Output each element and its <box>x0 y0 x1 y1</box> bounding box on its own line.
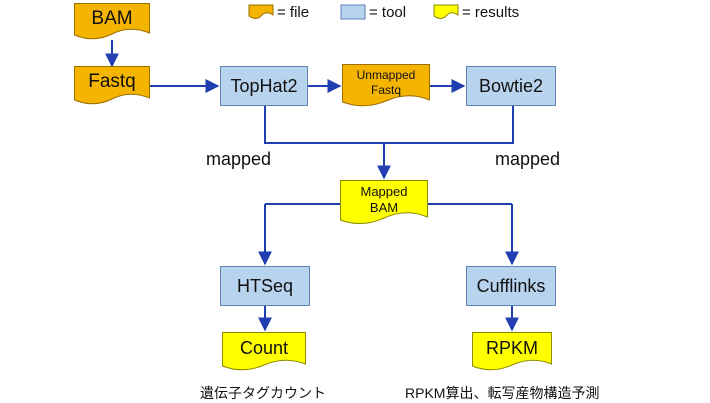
legend-file: = file <box>248 3 310 21</box>
tool-swatch-icon <box>340 4 366 20</box>
node-rpkm: RPKM <box>472 332 552 372</box>
node-tophat2-label: TopHat2 <box>230 75 298 96</box>
node-mapped-bam-line2: BAM <box>369 200 399 215</box>
node-unmapped-fastq-line2: Fastq <box>370 83 401 97</box>
node-fastq: Fastq <box>74 66 150 106</box>
edge-label-mapped-right: mapped <box>495 149 561 169</box>
node-mapped-bam: Mapped BAM <box>340 180 428 226</box>
legend-results-label: = results <box>462 3 520 21</box>
node-bam-label: BAM <box>91 8 133 29</box>
node-bam: BAM <box>74 3 150 41</box>
caption-cufflinks: RPKM算出、転写産物構造予測 <box>405 385 600 401</box>
node-unmapped-fastq: Unmapped Fastq <box>342 64 430 108</box>
connector-bowtie2-to-merge <box>384 105 514 144</box>
file-swatch-icon <box>248 4 274 19</box>
node-mapped-bam-line1: Mapped <box>360 184 408 199</box>
legend-tool: = tool <box>340 3 407 21</box>
results-swatch-icon <box>433 4 459 19</box>
node-count: Count <box>222 332 306 372</box>
node-rpkm-label: RPKM <box>485 338 538 358</box>
connector-tophat2-to-merge <box>264 105 384 144</box>
node-fastq-label: Fastq <box>88 71 136 92</box>
node-bowtie2-label: Bowtie2 <box>478 75 544 96</box>
legend-tool-label: = tool <box>369 3 407 21</box>
node-count-label: Count <box>239 338 289 358</box>
legend-results: = results <box>433 3 520 21</box>
caption-htseq: 遺伝子タグカウント <box>200 385 326 401</box>
node-cufflinks-label: Cufflinks <box>476 275 546 296</box>
edge-label-mapped-left: mapped <box>206 149 272 169</box>
node-tophat2: TopHat2 <box>220 66 308 106</box>
node-bowtie2: Bowtie2 <box>466 66 556 106</box>
node-unmapped-fastq-line1: Unmapped <box>356 68 416 82</box>
node-cufflinks: Cufflinks <box>466 266 556 306</box>
legend-file-label: = file <box>277 3 310 21</box>
node-htseq: HTSeq <box>220 266 310 306</box>
node-htseq-label: HTSeq <box>236 275 294 296</box>
